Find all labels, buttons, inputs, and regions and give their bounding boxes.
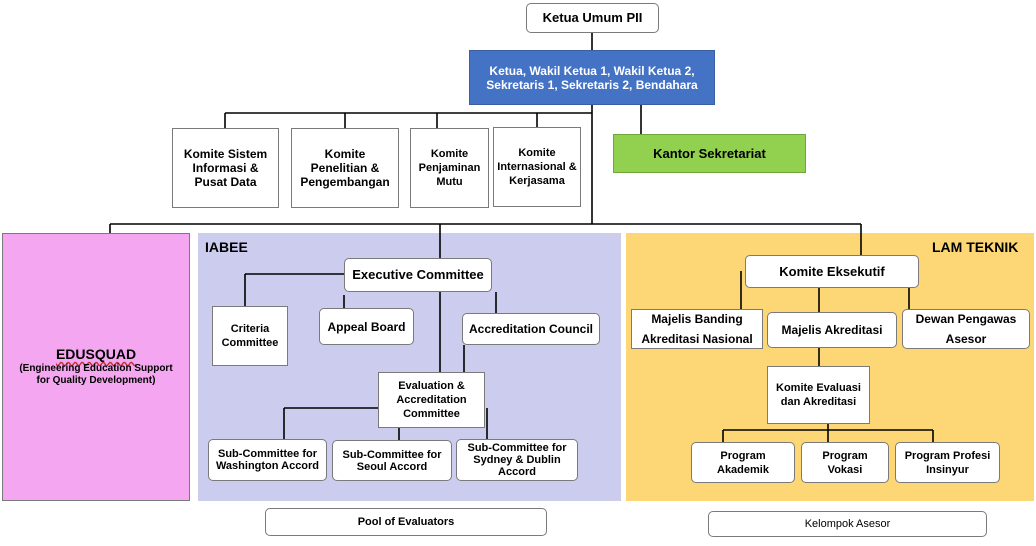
iabee-label: IABEE xyxy=(205,239,248,255)
kantor-sekretariat-box: Kantor Sekretariat xyxy=(613,134,806,173)
accreditation-council-box: Accreditation Council xyxy=(462,313,600,345)
edusquad-title: EDUSQUAD xyxy=(55,346,137,362)
dewan-pengawas-asesor-box: Dewan Pengawas Asesor xyxy=(902,309,1030,349)
komite-evaluasi-akreditasi-box: Komite Evaluasi dan Akreditasi xyxy=(767,366,870,424)
appeal-board-box: Appeal Board xyxy=(319,308,414,345)
komite-penjaminan-mutu-box: Komite Penjaminan Mutu xyxy=(410,128,489,208)
program-akademik-box: Program Akademik xyxy=(691,442,795,483)
komite-sistem-informasi-box: Komite Sistem Informasi & Pusat Data xyxy=(172,128,279,208)
sub-committee-sydney-dublin-box: Sub-Committee for Sydney & Dublin Accord xyxy=(456,439,578,481)
majelis-banding-box: Majelis Banding Akreditasi Nasional xyxy=(631,309,763,349)
kelompok-asesor-box: Kelompok Asesor xyxy=(708,511,987,537)
komite-penelitian-box: Komite Penelitian & Pengembangan xyxy=(291,128,399,208)
program-vokasi-box: Program Vokasi xyxy=(801,442,889,483)
pool-of-evaluators-box: Pool of Evaluators xyxy=(265,508,547,536)
ketua-umum-box: Ketua Umum PII xyxy=(526,3,659,33)
pimpinan-box: Ketua, Wakil Ketua 1, Wakil Ketua 2, Sek… xyxy=(469,50,715,105)
komite-eksekutif-box: Komite Eksekutif xyxy=(745,255,919,288)
executive-committee-box: Executive Committee xyxy=(344,258,492,292)
sub-committee-washington-box: Sub-Committee for Washington Accord xyxy=(208,439,327,481)
majelis-akreditasi-box: Majelis Akreditasi xyxy=(767,312,897,348)
edusquad-box: EDUSQUAD (Engineering Education Support … xyxy=(2,233,190,501)
edusquad-section xyxy=(2,233,190,501)
program-profesi-insinyur-box: Program Profesi Insinyur xyxy=(895,442,1000,483)
lam-teknik-label: LAM TEKNIK xyxy=(932,239,1019,255)
edusquad-subtitle: (Engineering Education Support for Quali… xyxy=(19,363,173,386)
sub-committee-seoul-box: Sub-Committee for Seoul Accord xyxy=(332,440,452,481)
komite-internasional-box: Komite Internasional & Kerjasama xyxy=(493,127,581,207)
criteria-committee-box: Criteria Committee xyxy=(212,306,288,366)
evaluation-accreditation-committee-box: Evaluation & Accreditation Committee xyxy=(378,372,485,428)
